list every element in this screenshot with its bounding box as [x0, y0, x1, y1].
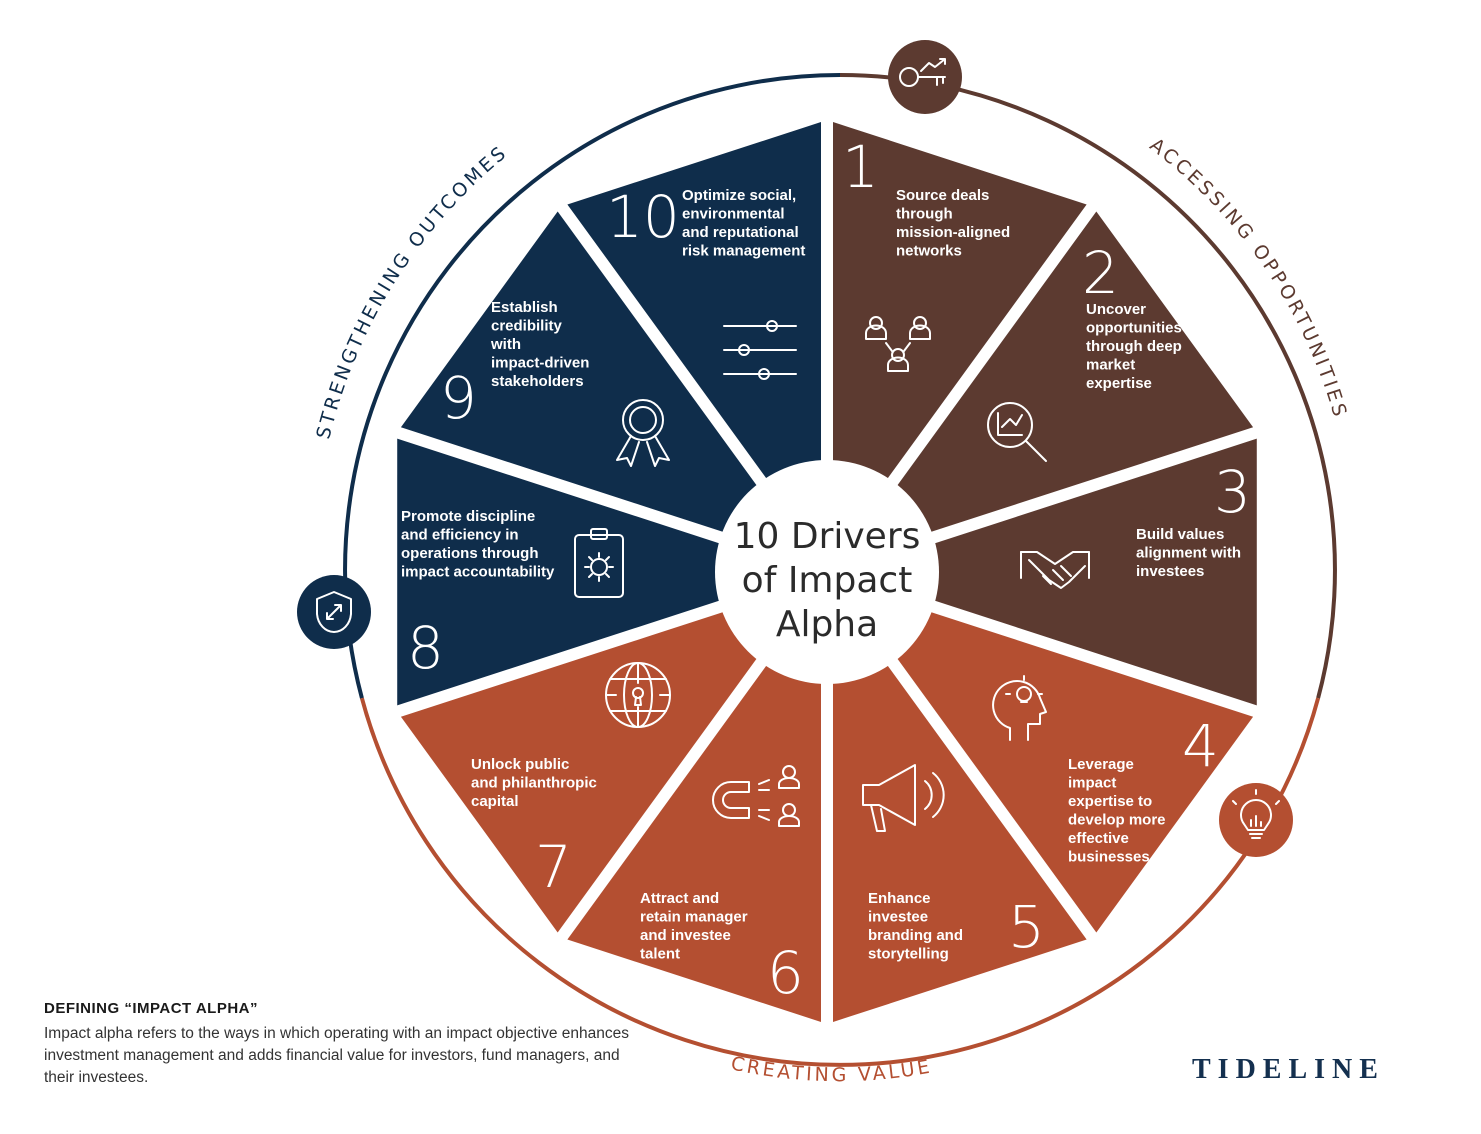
magnifier-chart-icon — [987, 402, 1047, 462]
segment-2-label-line: market — [1086, 357, 1135, 374]
megaphone-icon — [862, 764, 945, 832]
segment-6-label-line: and investee — [640, 927, 731, 944]
segment-8-number: 8 — [407, 614, 444, 682]
segment-7-label-line: capital — [471, 793, 519, 810]
segment-3-label-line: investees — [1136, 563, 1204, 580]
sliders-icon — [723, 320, 797, 380]
segment-5 — [832, 649, 1087, 1022]
segment-7-label-line: and philanthropic — [471, 775, 597, 792]
outer-ring-creating — [359, 697, 1321, 1067]
segment-2 — [885, 211, 1254, 538]
segment-4-number: 4 — [1182, 712, 1219, 780]
center-circle — [715, 460, 939, 684]
segment-6-label-line: talent — [640, 946, 680, 963]
segment-4-label-line: impact — [1068, 775, 1116, 792]
segment-4 — [885, 606, 1254, 933]
definition-body: Impact alpha refers to the ways in which… — [44, 1025, 630, 1086]
segment-6-number: 6 — [767, 939, 804, 1007]
segment-1 — [832, 122, 1087, 495]
head-lightbulb-icon — [992, 675, 1047, 741]
segment-3-label-line: alignment with — [1136, 545, 1241, 562]
segment-10 — [567, 122, 822, 495]
segment-10-number: 10 — [606, 183, 680, 251]
shield-arrows-icon — [297, 575, 371, 649]
outer-ring — [343, 73, 1337, 1067]
segment-5-label-line: investee — [868, 909, 928, 926]
segment-9-label-line: impact-driven — [491, 355, 589, 372]
segment-1-number: 1 — [842, 133, 879, 201]
segment-5-label-line: Enhance — [868, 890, 931, 907]
segment-6-label-line: retain manager — [640, 909, 748, 926]
segment-9 — [400, 211, 769, 538]
segment-10-label-line: environmental — [682, 206, 785, 223]
handshake-icon — [1020, 551, 1090, 589]
segment-8-label-line: operations through — [401, 545, 539, 562]
outer-ring-strengthening — [343, 73, 841, 699]
segment-3-number: 3 — [1214, 458, 1251, 526]
segment-2-number: 2 — [1082, 239, 1119, 307]
segment-4-label-line: businesses — [1068, 849, 1150, 866]
segment-4-label-line: develop more — [1068, 812, 1166, 829]
segment-10-label-line: risk management — [682, 243, 805, 260]
segment-1-label-line: Source deals — [896, 187, 989, 204]
segment-9-label-line: Establish — [491, 299, 558, 316]
segment-7-label-line: Unlock public — [471, 756, 569, 773]
definition-title: DEFINING “IMPACT ALPHA” — [44, 1000, 258, 1017]
segment-7-number: 7 — [535, 833, 572, 901]
segment-8 — [397, 438, 738, 706]
segment-1-label-line: through — [896, 206, 953, 223]
segment-5-label-line: storytelling — [868, 946, 949, 963]
ribbon-award-icon — [616, 399, 670, 467]
segment-4-label-line: effective — [1068, 830, 1129, 847]
segment-4-label-line: expertise to — [1068, 793, 1152, 810]
segment-2-label-line: Uncover — [1086, 301, 1146, 318]
segment-7 — [400, 606, 769, 933]
center-title-line-1: 10 Drivers — [734, 516, 921, 557]
segment-9-label-line: credibility — [491, 318, 563, 335]
center-title: 10 Drivers of Impact Alpha — [734, 516, 921, 645]
segment-8-label-line: impact accountability — [401, 564, 555, 581]
segment-1-label-line: networks — [896, 243, 962, 260]
globe-lock-icon — [605, 662, 671, 728]
segment-1-label-line: mission-aligned — [896, 224, 1010, 241]
center-title-line-2: of Impact — [742, 560, 913, 601]
key-growth-icon — [888, 40, 962, 114]
segment-2-label-line: opportunities — [1086, 320, 1182, 337]
segment-8-label-line: Promote discipline — [401, 508, 535, 525]
segment-3 — [916, 438, 1257, 706]
segment-6 — [567, 649, 822, 1022]
segment-9-label-line: with — [490, 336, 521, 353]
segment-4-label-line: Leverage — [1068, 756, 1134, 773]
segment-10-label-line: Optimize social, — [682, 187, 796, 204]
segment-5-label-line: branding and — [868, 927, 963, 944]
segment-2-label-line: through deep — [1086, 338, 1182, 355]
network-people-icon — [865, 316, 931, 372]
segment-6-label-line: Attract and — [640, 890, 719, 907]
center-title-line-3: Alpha — [776, 604, 878, 645]
outer-ring-accessing — [839, 73, 1337, 699]
segment-2-label-line: expertise — [1086, 375, 1152, 392]
segment-3-label-line: Build values — [1136, 526, 1224, 543]
tideline-logo: TIDELINE — [1192, 1054, 1385, 1085]
segment-8-label-line: and efficiency in — [401, 527, 519, 544]
magnet-people-icon — [712, 765, 800, 827]
segment-9-label-line: stakeholders — [491, 373, 584, 390]
clipboard-gear-icon — [574, 528, 624, 598]
segment-10-label-line: and reputational — [682, 224, 799, 241]
segment-9-number: 9 — [440, 364, 477, 432]
definition-block: DEFINING “IMPACT ALPHA” Impact alpha ref… — [44, 1000, 644, 1089]
segment-5-number: 5 — [1008, 893, 1045, 961]
lightbulb-chart-icon — [1219, 783, 1293, 857]
